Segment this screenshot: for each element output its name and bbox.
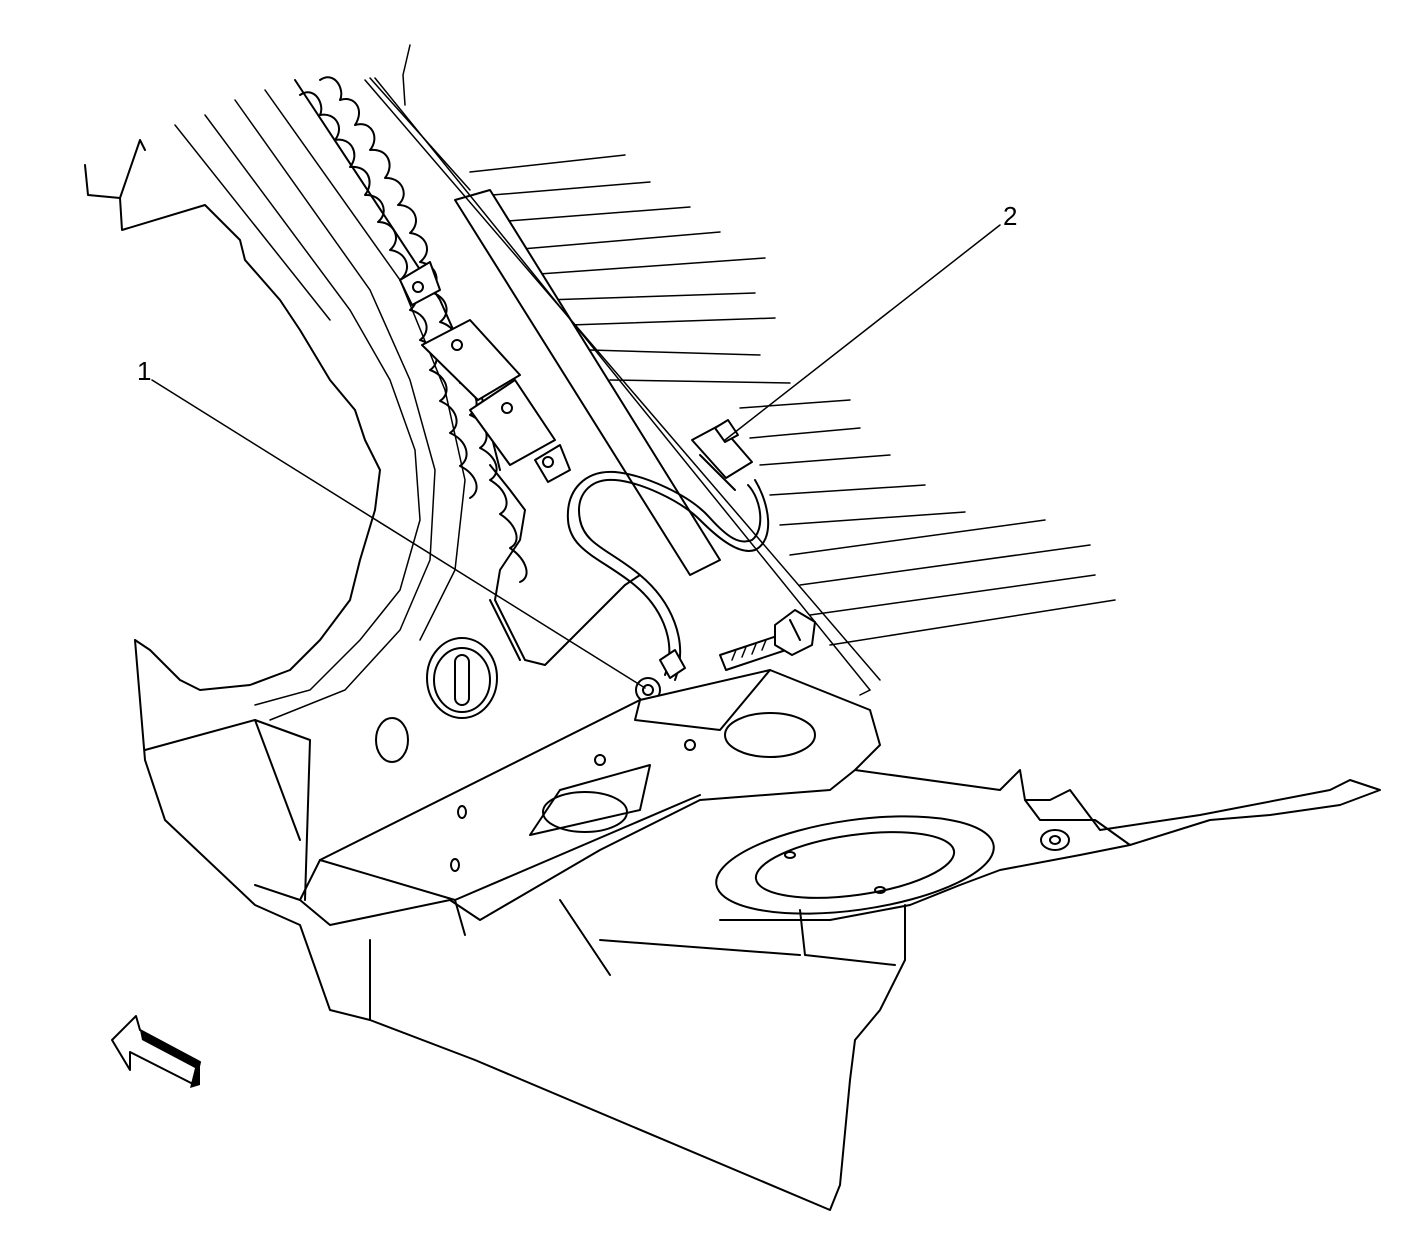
- callout-1: 1: [137, 356, 151, 386]
- floor-pan: [715, 769, 1381, 921]
- callout-2: 2: [1003, 201, 1017, 231]
- pillar-trim: [399, 189, 721, 576]
- harness-connector: [691, 419, 753, 491]
- leader-lines: [151, 224, 1001, 689]
- lower-sill: [134, 639, 906, 1211]
- floor-hatch-lines: [469, 154, 1116, 646]
- view-direction-arrow-icon: [111, 1015, 201, 1088]
- door-seal: [299, 76, 528, 583]
- ground-bolt: [719, 609, 816, 671]
- inner-panel: [375, 464, 641, 763]
- floor-bracket: [299, 669, 881, 936]
- rocker-edge: [364, 77, 881, 696]
